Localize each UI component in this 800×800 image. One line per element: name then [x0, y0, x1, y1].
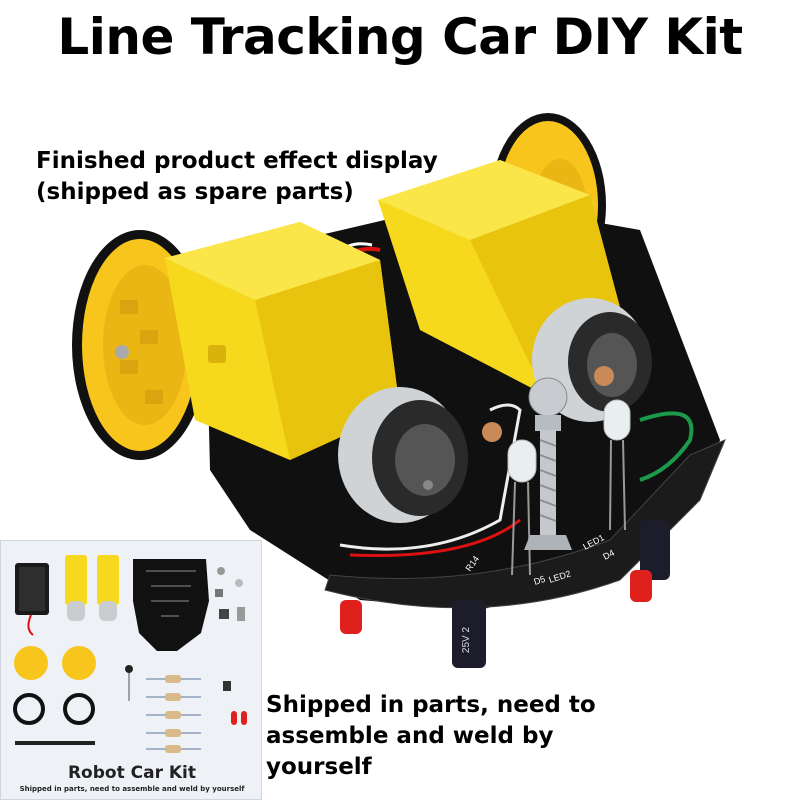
assembly-caption: Shipped in parts, need to assemble and w… [266, 690, 606, 783]
caption-bottom-line2: assemble and weld by [266, 723, 554, 749]
capacitor-right [640, 520, 670, 580]
red-led-right [630, 570, 652, 602]
center-bolt-caster [524, 377, 572, 550]
caption-bottom-line1: Shipped in parts, need to [266, 692, 596, 718]
green-wire [639, 411, 694, 482]
pcb-label-d4: D4 [601, 548, 616, 562]
kit-pcb-board [133, 559, 209, 651]
kit-tire-left [13, 693, 45, 725]
inset-subtitle: Shipped in parts, need to assemble and w… [19, 785, 245, 793]
capacitor-left [452, 600, 486, 668]
capacitor-label: 25V 2 [461, 626, 472, 653]
left-gear-motor [165, 222, 468, 523]
kit-wheel-left [14, 646, 48, 680]
photoresistor-left [482, 422, 502, 442]
parts-kit-illustration [13, 555, 247, 753]
page-title: Line Tracking Car DIY Kit [57, 8, 743, 66]
kit-tire-right [63, 693, 95, 725]
pcb-label-d5: D5 [533, 574, 547, 587]
right-white-led [603, 399, 631, 531]
kit-motor-right [97, 555, 119, 605]
parts-kit-inset: Robot Car Kit Shipped in parts, need to … [0, 540, 262, 800]
caption-bottom-line3: yourself [266, 754, 372, 780]
pcb-front-edge [324, 439, 726, 609]
photoresistor-right [594, 366, 614, 386]
kit-wheel-right [62, 646, 96, 680]
inset-title: Robot Car Kit [67, 763, 197, 783]
caption-top-line2: (shipped as spare parts) [36, 179, 354, 205]
caption-top-line1: Finished product effect display [36, 148, 438, 174]
red-led-left [340, 600, 362, 634]
white-wire [339, 403, 522, 551]
finished-product-caption: Finished product effect display (shipped… [36, 146, 456, 208]
left-white-led [507, 439, 537, 576]
kit-motor-left [65, 555, 87, 605]
